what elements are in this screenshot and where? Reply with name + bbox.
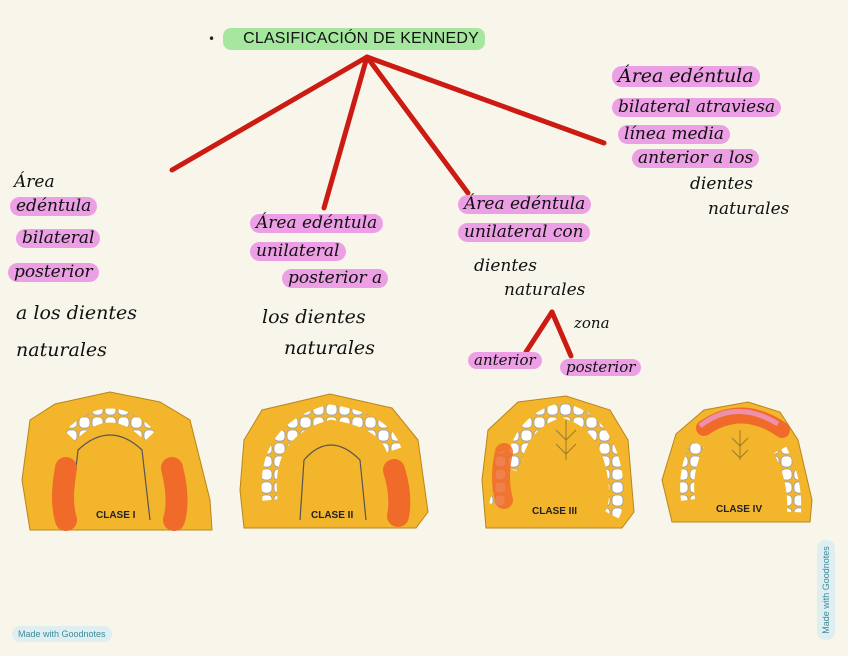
arch-clase-ii: CLASE II bbox=[240, 394, 428, 528]
clase-iv-label: CLASE IV bbox=[716, 504, 762, 515]
goodnotes-badge-vertical-text: Made with Goodnotes bbox=[821, 546, 831, 634]
arch-clase-iv: CLASE IV bbox=[662, 402, 812, 522]
arch-clase-i: CLASE I bbox=[22, 392, 212, 530]
clase-i-label: CLASE I bbox=[96, 510, 136, 521]
clase-iii-label: CLASE III bbox=[532, 506, 577, 517]
arch-clase-iii: CLASE III bbox=[482, 396, 634, 528]
clase-ii-label: CLASE II bbox=[311, 510, 353, 521]
goodnotes-badge-vertical: Made with Goodnotes bbox=[817, 540, 835, 640]
goodnotes-badge: Made with Goodnotes bbox=[12, 626, 112, 642]
